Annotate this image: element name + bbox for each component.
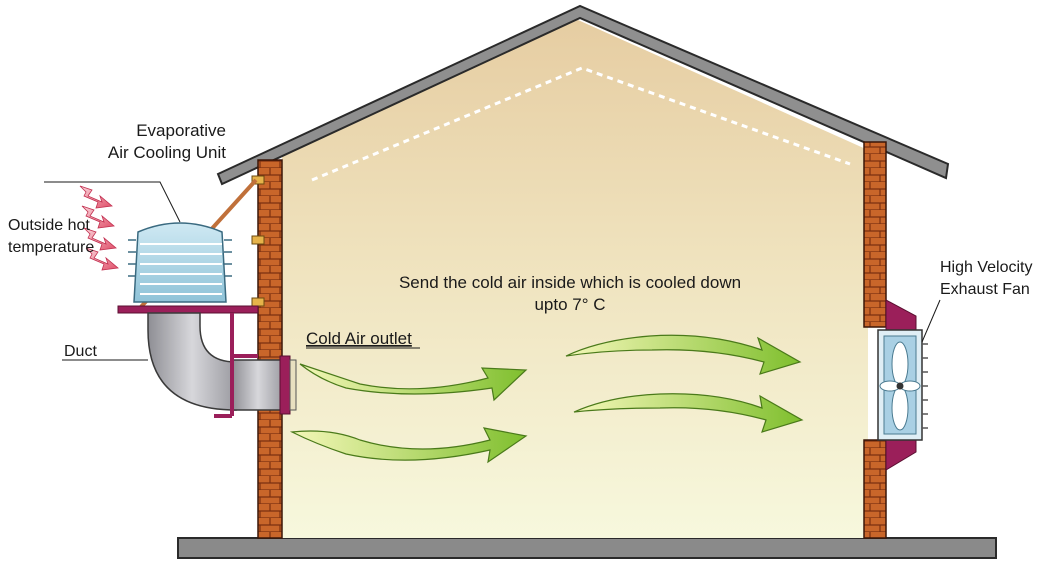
right-brick-wall-lower bbox=[863, 439, 887, 539]
duct-support-frame bbox=[214, 313, 258, 418]
duct-horizontal bbox=[231, 359, 285, 411]
label-fan-line1: High Velocity bbox=[940, 259, 1033, 276]
unit-platform bbox=[117, 305, 259, 314]
heat-arrow-icon bbox=[79, 185, 119, 271]
exhaust-fan-icon bbox=[877, 299, 928, 471]
cold-air-arrow-icon bbox=[289, 427, 528, 464]
label-cold-air-outlet: Cold Air outlet bbox=[306, 329, 412, 348]
leader-lines bbox=[44, 181, 941, 361]
ground-slab bbox=[177, 537, 997, 559]
cooling-unit-icon bbox=[128, 222, 232, 303]
roof bbox=[216, 4, 950, 186]
cold-air-arrow-icon bbox=[573, 393, 804, 433]
left-brick-wall bbox=[257, 159, 283, 539]
wall-brackets bbox=[251, 175, 265, 307]
duct-elbow bbox=[147, 312, 237, 411]
duct-flange bbox=[279, 355, 291, 415]
label-fan-line2: Exhaust Fan bbox=[940, 281, 1030, 298]
label-message-line1: Send the cold air inside which is cooled… bbox=[399, 273, 741, 292]
cold-air-arrow-icon bbox=[299, 363, 528, 402]
label-message-line2: upto 7° C bbox=[534, 295, 605, 314]
label-outside-line2: temperature bbox=[8, 239, 94, 256]
label-outside-line1: Outside hot bbox=[8, 217, 90, 234]
label-cooling-unit-line1: Evaporative bbox=[136, 121, 226, 140]
label-cooling-unit-line2: Air Cooling Unit bbox=[108, 143, 226, 162]
label-duct: Duct bbox=[64, 343, 97, 360]
cold-air-arrow-icon bbox=[565, 334, 802, 375]
right-brick-wall-upper bbox=[863, 141, 887, 328]
cold-air-arrows bbox=[289, 334, 804, 464]
duct-grille bbox=[289, 359, 297, 411]
